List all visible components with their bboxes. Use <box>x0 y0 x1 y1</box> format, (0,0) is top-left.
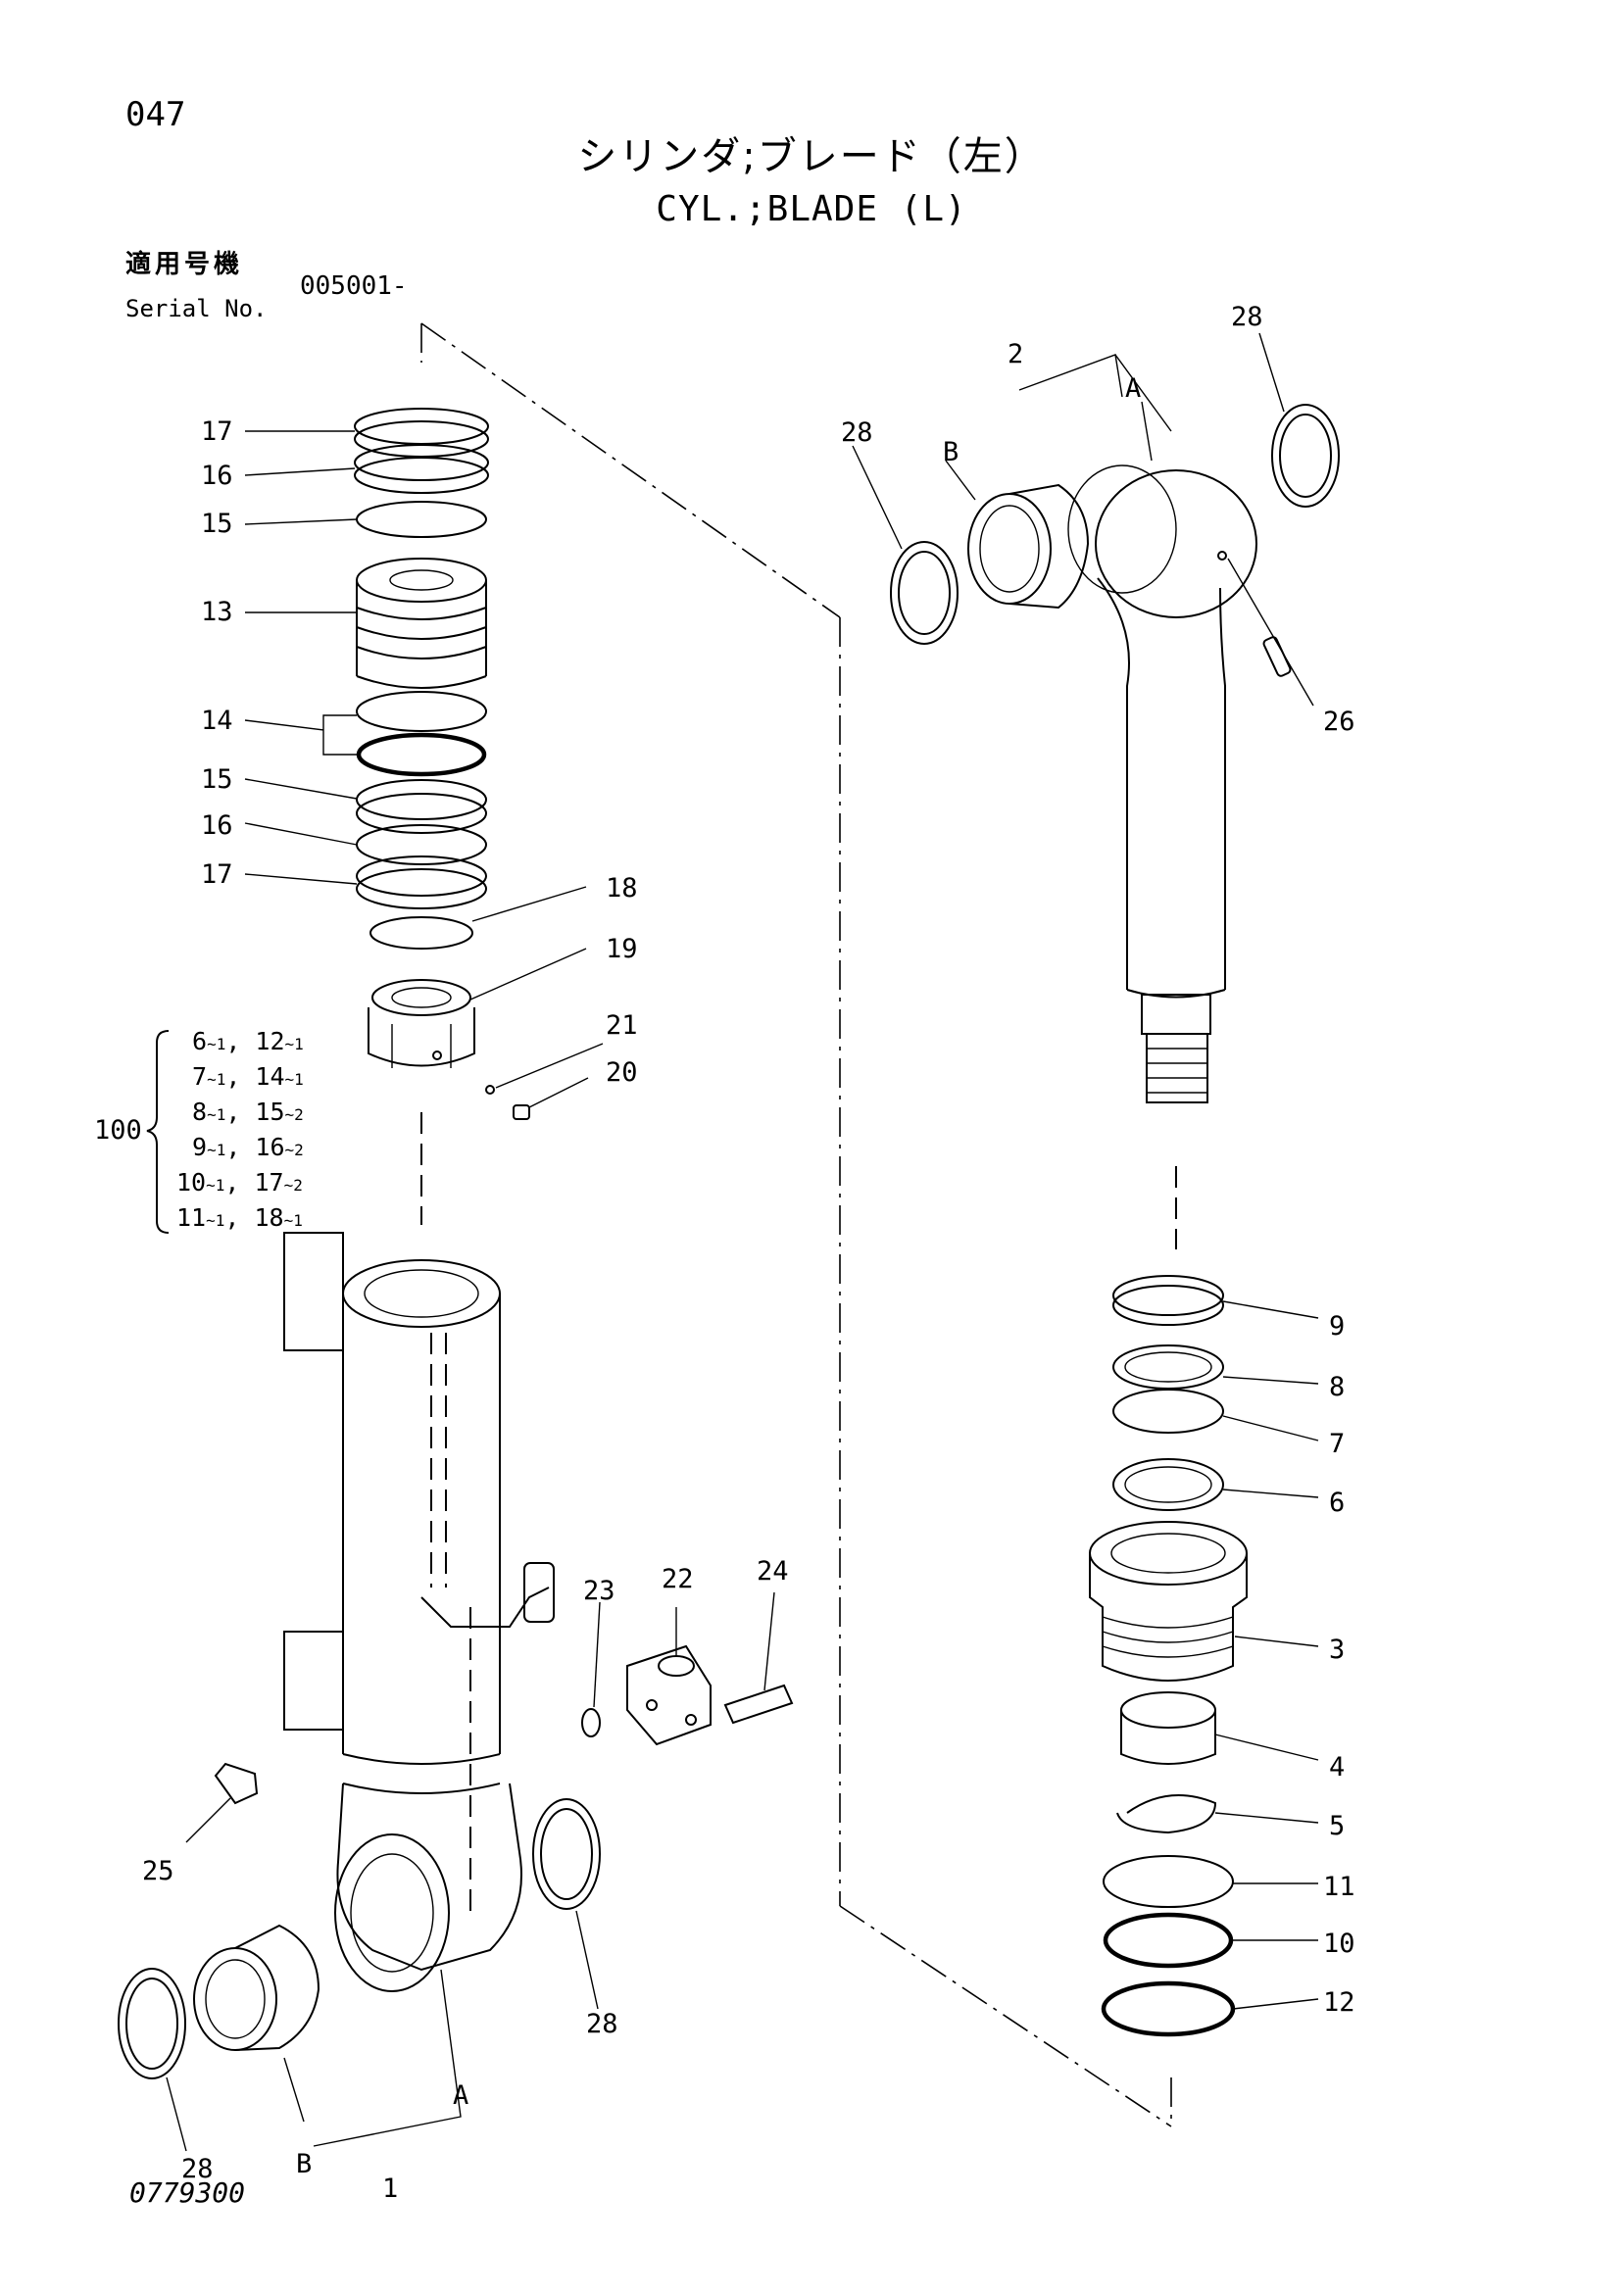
page-number: 047 <box>125 95 186 134</box>
serial-label-japanese: 適用号機 <box>125 250 244 279</box>
callout-28-rod-left: 28 <box>841 417 873 448</box>
callout-5: 5 <box>1329 1811 1346 1841</box>
callout-9: 9 <box>1329 1311 1346 1342</box>
callout-A-rod: A <box>1125 373 1142 404</box>
callout-B-rod: B <box>943 437 959 467</box>
leader-lines <box>166 332 1319 2152</box>
callout-3: 3 <box>1329 1635 1346 1665</box>
callout-26: 26 <box>1323 707 1355 737</box>
callout-A-tube: A <box>453 2080 469 2111</box>
cylinder-tube <box>283 1232 555 1992</box>
callout-4: 4 <box>1329 1752 1346 1783</box>
callout-19: 19 <box>606 934 638 964</box>
callout-28-rod-right: 28 <box>1231 302 1263 332</box>
serial-number-value: 005001- <box>300 271 408 301</box>
kit-brace <box>146 1030 170 1234</box>
nut-19 <box>368 979 530 1225</box>
callout-20: 20 <box>606 1057 638 1088</box>
flange-assembly <box>581 1644 794 1746</box>
assembly-boundary <box>420 322 1172 2127</box>
title-english: CYL.;BLADE (L) <box>656 189 967 229</box>
kit-line: 8~1, 15~2 <box>192 1098 304 1126</box>
callout-28-tube: 28 <box>586 2009 618 2039</box>
piston-rod <box>890 404 1340 1249</box>
upper-seal-stack <box>354 408 489 538</box>
callout-10: 10 <box>1323 1929 1355 1959</box>
callout-2: 2 <box>1008 339 1024 369</box>
lower-seal-stack <box>356 691 487 950</box>
callout-16b: 16 <box>201 810 233 841</box>
title-japanese: シリンダ;ブレード（左） <box>577 134 1046 179</box>
callout-22: 22 <box>662 1564 694 1594</box>
callout-13: 13 <box>201 597 233 627</box>
callout-16: 16 <box>201 461 233 491</box>
callout-11: 11 <box>1323 1872 1355 1902</box>
callout-21: 21 <box>606 1010 638 1041</box>
kit-line: 11~1, 18~1 <box>176 1203 303 1232</box>
callout-18: 18 <box>606 873 638 904</box>
piston-13 <box>356 558 487 689</box>
callout-17b: 17 <box>201 859 233 890</box>
kit-line: 6~1, 12~1 <box>192 1027 304 1055</box>
callout-28-bottom: 28 <box>181 2154 214 2184</box>
rod-seal-stack <box>1089 1275 1248 2037</box>
callout-15: 15 <box>201 509 233 539</box>
kit-number: 100 <box>94 1115 142 1146</box>
callout-1: 1 <box>382 2174 399 2204</box>
drawing-number: 0779300 <box>129 2176 246 2209</box>
callout-8: 8 <box>1329 1372 1346 1402</box>
callout-17: 17 <box>201 416 233 447</box>
callout-6: 6 <box>1329 1488 1346 1518</box>
kit-line: 10~1, 17~2 <box>176 1168 303 1197</box>
callout-12: 12 <box>1323 1987 1355 2018</box>
lower-bushing-and-seals <box>118 1762 601 2079</box>
callout-15b: 15 <box>201 764 233 795</box>
kit-line: 9~1, 16~2 <box>192 1133 304 1161</box>
callout-25: 25 <box>142 1856 174 1886</box>
callout-24: 24 <box>757 1556 789 1587</box>
callout-7: 7 <box>1329 1429 1346 1459</box>
kit-line: 7~1, 14~1 <box>192 1062 304 1091</box>
callout-23: 23 <box>583 1576 615 1606</box>
callout-B-tube: B <box>296 2149 313 2179</box>
callout-14: 14 <box>201 706 233 736</box>
serial-label-english: Serial No. <box>125 295 268 322</box>
